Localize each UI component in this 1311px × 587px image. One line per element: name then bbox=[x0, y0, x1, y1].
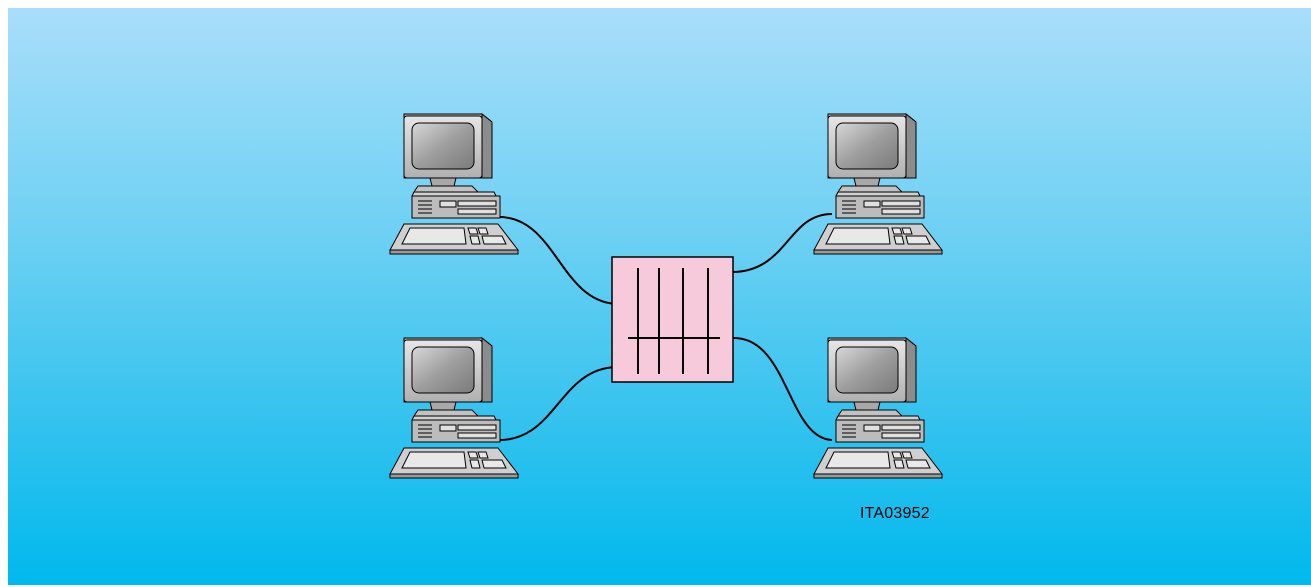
cable-top-left bbox=[493, 215, 712, 305]
cable-bottom-left bbox=[493, 366, 712, 442]
figure-id-label: ITA03952 bbox=[860, 505, 930, 522]
computer-top-left bbox=[389, 113, 519, 255]
cable-top-right bbox=[634, 213, 833, 273]
crossbar-switch-icon bbox=[611, 256, 734, 383]
network-diagram bbox=[389, 113, 943, 479]
computer-bottom-left bbox=[389, 337, 519, 479]
cable-bottom-right bbox=[634, 337, 833, 441]
diagram-canvas: ITA03952 bbox=[8, 8, 1311, 585]
computer-bottom-right bbox=[813, 337, 943, 479]
computer-top-right bbox=[813, 113, 943, 255]
